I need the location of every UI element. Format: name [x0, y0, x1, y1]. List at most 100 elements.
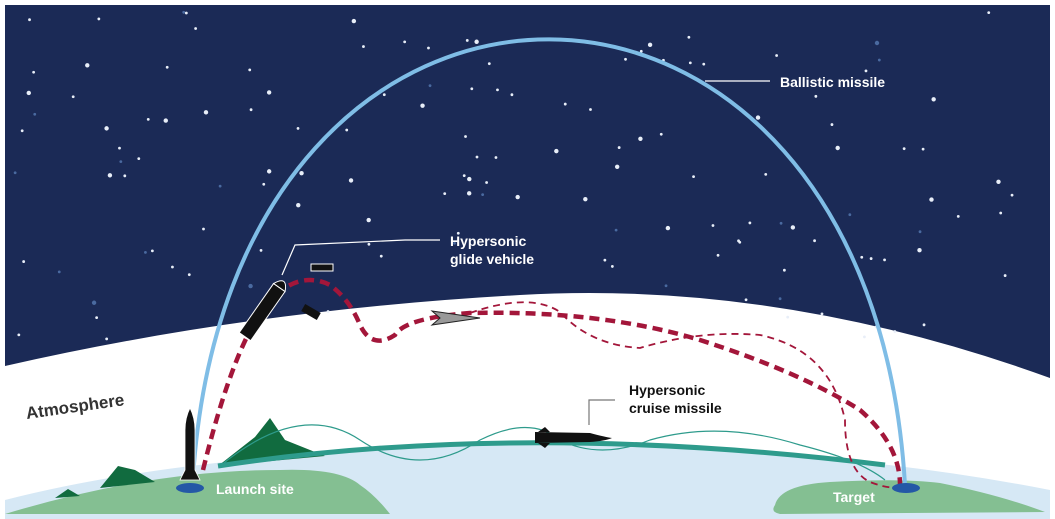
- star: [510, 93, 514, 97]
- star: [144, 251, 147, 254]
- star: [554, 148, 559, 154]
- star: [918, 230, 922, 234]
- star: [453, 241, 456, 245]
- star: [860, 255, 864, 259]
- star: [782, 268, 786, 272]
- star: [118, 146, 121, 150]
- star: [929, 197, 934, 202]
- star: [420, 103, 425, 108]
- star: [28, 18, 31, 22]
- star: [864, 69, 868, 73]
- star: [786, 315, 790, 319]
- star: [194, 27, 198, 30]
- star: [956, 214, 960, 218]
- star: [647, 42, 653, 48]
- star: [922, 323, 926, 327]
- star: [123, 174, 127, 178]
- star: [515, 194, 520, 200]
- star: [296, 126, 300, 130]
- star: [996, 179, 1001, 184]
- star: [987, 11, 991, 15]
- star: [184, 11, 188, 15]
- star: [610, 265, 614, 268]
- star: [659, 132, 663, 136]
- star: [583, 196, 588, 202]
- star: [790, 225, 796, 230]
- cruise-missile-icon: [535, 427, 612, 448]
- star: [57, 270, 61, 274]
- glide-vehicle-label-line2: glide vehicle: [450, 251, 535, 267]
- star: [496, 88, 499, 92]
- star: [814, 94, 818, 98]
- star: [462, 174, 466, 178]
- star: [764, 172, 768, 176]
- star: [26, 90, 31, 96]
- star: [744, 298, 748, 302]
- star: [877, 58, 881, 62]
- star: [466, 191, 472, 196]
- star: [487, 62, 491, 66]
- star: [474, 39, 479, 44]
- star: [85, 63, 90, 68]
- star: [664, 284, 668, 288]
- star: [639, 49, 643, 53]
- star: [692, 175, 695, 179]
- star: [345, 128, 349, 132]
- stars: [13, 10, 1014, 341]
- star: [687, 35, 691, 39]
- star: [820, 312, 824, 316]
- cruise-missile-label-line1: Hypersonic: [629, 382, 706, 398]
- star: [150, 249, 154, 253]
- star: [202, 227, 205, 231]
- glide-vehicle-path: [200, 277, 903, 489]
- star: [218, 184, 222, 188]
- star: [119, 160, 123, 164]
- star: [443, 192, 447, 196]
- star: [17, 333, 21, 337]
- star: [203, 110, 209, 115]
- star: [869, 257, 873, 260]
- star: [165, 65, 169, 69]
- star: [883, 258, 886, 262]
- star: [71, 95, 75, 99]
- star: [874, 40, 880, 46]
- star: [95, 316, 99, 320]
- star: [893, 330, 897, 333]
- star: [465, 39, 469, 42]
- star: [737, 239, 740, 243]
- star: [931, 97, 936, 102]
- launch-rocket-icon: [176, 407, 204, 493]
- star: [428, 84, 432, 88]
- star: [702, 62, 706, 66]
- star: [137, 157, 141, 160]
- star: [20, 129, 24, 133]
- ballistic-missile-label: Ballistic missile: [780, 74, 886, 90]
- star: [813, 239, 816, 243]
- star: [481, 193, 485, 197]
- star: [921, 147, 925, 151]
- star: [266, 90, 272, 95]
- star: [248, 68, 252, 72]
- star: [105, 337, 109, 341]
- star: [182, 10, 186, 14]
- star: [348, 178, 354, 183]
- star: [624, 57, 627, 61]
- star: [748, 221, 752, 225]
- star: [326, 310, 330, 313]
- star: [33, 112, 37, 116]
- star: [32, 70, 36, 74]
- star: [296, 202, 301, 208]
- star: [779, 221, 783, 225]
- star: [382, 93, 386, 97]
- star: [187, 273, 191, 277]
- star: [163, 118, 168, 123]
- star: [299, 170, 304, 176]
- star: [711, 224, 715, 227]
- star: [665, 225, 671, 231]
- star: [778, 297, 782, 301]
- star: [563, 102, 567, 106]
- star: [456, 231, 460, 235]
- glide-vehicle-label-line1: Hypersonic: [450, 233, 527, 249]
